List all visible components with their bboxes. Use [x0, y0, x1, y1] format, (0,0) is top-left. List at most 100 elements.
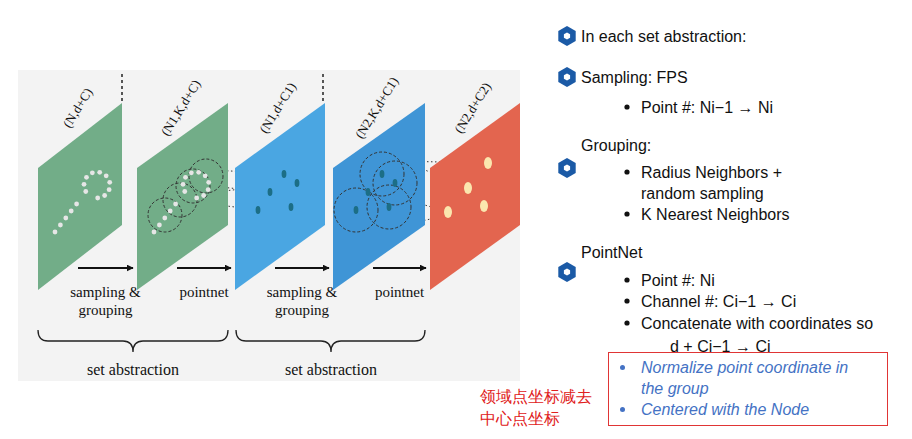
point-dot [194, 196, 199, 201]
group-ball [148, 198, 182, 232]
flow-arrow [373, 267, 426, 269]
feature-plane: (N1,K,d+C) [137, 72, 228, 295]
point-dot [480, 200, 488, 212]
annotation-text: 领域点坐标减去 中心点坐标 [480, 386, 602, 430]
point-dot [95, 196, 100, 201]
operation-label: sampling & grouping [257, 283, 347, 319]
hexagon-icon [558, 158, 575, 178]
point-dot [82, 182, 87, 187]
point-dot [282, 170, 287, 178]
point-dot [97, 170, 102, 175]
point-dot [295, 179, 300, 187]
point-dot [268, 188, 273, 196]
note-text: Centered with the Node [641, 399, 866, 420]
point-dot [104, 173, 109, 178]
divider-line [121, 74, 123, 103]
flow-arrow [275, 267, 329, 269]
tensor-shape-label: (N,d+C) [60, 85, 97, 131]
plane-fill [333, 103, 425, 290]
point-dot [74, 202, 79, 207]
plane-fill [137, 103, 228, 290]
point-dot [366, 188, 371, 196]
point-dot [393, 179, 398, 187]
hexagon-icon [558, 67, 575, 87]
bullet-dot [620, 407, 625, 412]
point-dot [354, 206, 359, 214]
group-ball [367, 185, 411, 229]
point-dot [183, 175, 188, 180]
point-dot [201, 193, 206, 198]
bullet-text: Point #: Ni−1 → Ni [641, 97, 773, 118]
hexagon-icon [558, 26, 575, 46]
hexagon-icon-core [564, 73, 570, 80]
curly-bracket [38, 330, 228, 352]
heading-text: PointNet [581, 242, 642, 263]
note-text: Normalize point coordinate in the group [641, 357, 866, 399]
heading-text: Grouping: [581, 135, 651, 156]
group-ball [360, 152, 404, 196]
group-ball [189, 159, 223, 193]
hexagon-icon [558, 262, 575, 282]
point-dot [380, 170, 385, 178]
bullet-text: Radius Neighbors + random sampling [641, 162, 788, 204]
bullet-text: Concatenate with coordinates so [641, 313, 873, 334]
hexagon-icon-core [564, 164, 570, 171]
note-box: Normalize point coordinate in the groupC… [608, 352, 888, 426]
point-dot [196, 170, 201, 175]
point-dot [182, 189, 187, 194]
point-dot [90, 170, 95, 175]
formula-text: d + Ci−1 → Ci [670, 336, 770, 357]
point-dot [107, 180, 112, 185]
figure-panel [18, 70, 520, 381]
operation-label: pointnet [159, 283, 249, 301]
point-dot [464, 182, 472, 194]
feature-plane: (N,d+C) [38, 72, 122, 295]
point-dot [289, 203, 294, 211]
hexagon-icon-core [564, 268, 570, 275]
point-dot [387, 203, 392, 211]
point-dot [53, 230, 58, 235]
flow-arrow [177, 267, 231, 269]
feature-plane: (N1,d+C1) [235, 72, 325, 295]
point-dot [58, 223, 63, 228]
point-dot [107, 187, 112, 192]
divider-line [322, 74, 324, 103]
point-dot [444, 206, 452, 218]
bullet-text: Point #: Ni [641, 270, 715, 291]
plane-fill [430, 103, 520, 290]
point-dot [206, 180, 211, 185]
point-dot [83, 189, 88, 194]
heading-text: In each set abstraction: [581, 26, 746, 47]
hexagon-icon-core [564, 32, 570, 39]
point-dot [63, 216, 68, 221]
bullet-text: Channel #: Ci−1 → Ci [641, 291, 796, 312]
point-dot [69, 209, 74, 214]
point-dot [152, 230, 157, 235]
point-dot [157, 223, 162, 228]
bullet-dot [620, 365, 625, 370]
point-dot [206, 187, 211, 192]
plane-fill [235, 103, 325, 290]
point-dot [173, 202, 178, 207]
stage-caption: set abstraction [58, 359, 208, 380]
feature-plane: (N2,d+C2) [430, 72, 520, 295]
bullet-text: K Nearest Neighbors [641, 204, 790, 225]
plane-fill [38, 103, 122, 290]
point-dot [181, 182, 186, 187]
group-ball [176, 169, 210, 203]
hexagon-icons [558, 26, 575, 282]
operation-label: pointnet [355, 283, 445, 301]
operation-label: sampling & grouping [61, 283, 151, 319]
flow-arrow [78, 267, 133, 269]
point-dot [189, 170, 194, 175]
point-dot [256, 206, 261, 214]
point-dot [168, 209, 173, 214]
curly-bracket [236, 330, 425, 352]
point-dot [102, 193, 107, 198]
point-dot [84, 175, 89, 180]
group-ball [373, 161, 417, 205]
point-dot [162, 216, 167, 221]
stage-caption: set abstraction [256, 359, 406, 380]
feature-plane: (N2,K,d+C1) [333, 72, 425, 295]
group-ball [163, 183, 197, 217]
